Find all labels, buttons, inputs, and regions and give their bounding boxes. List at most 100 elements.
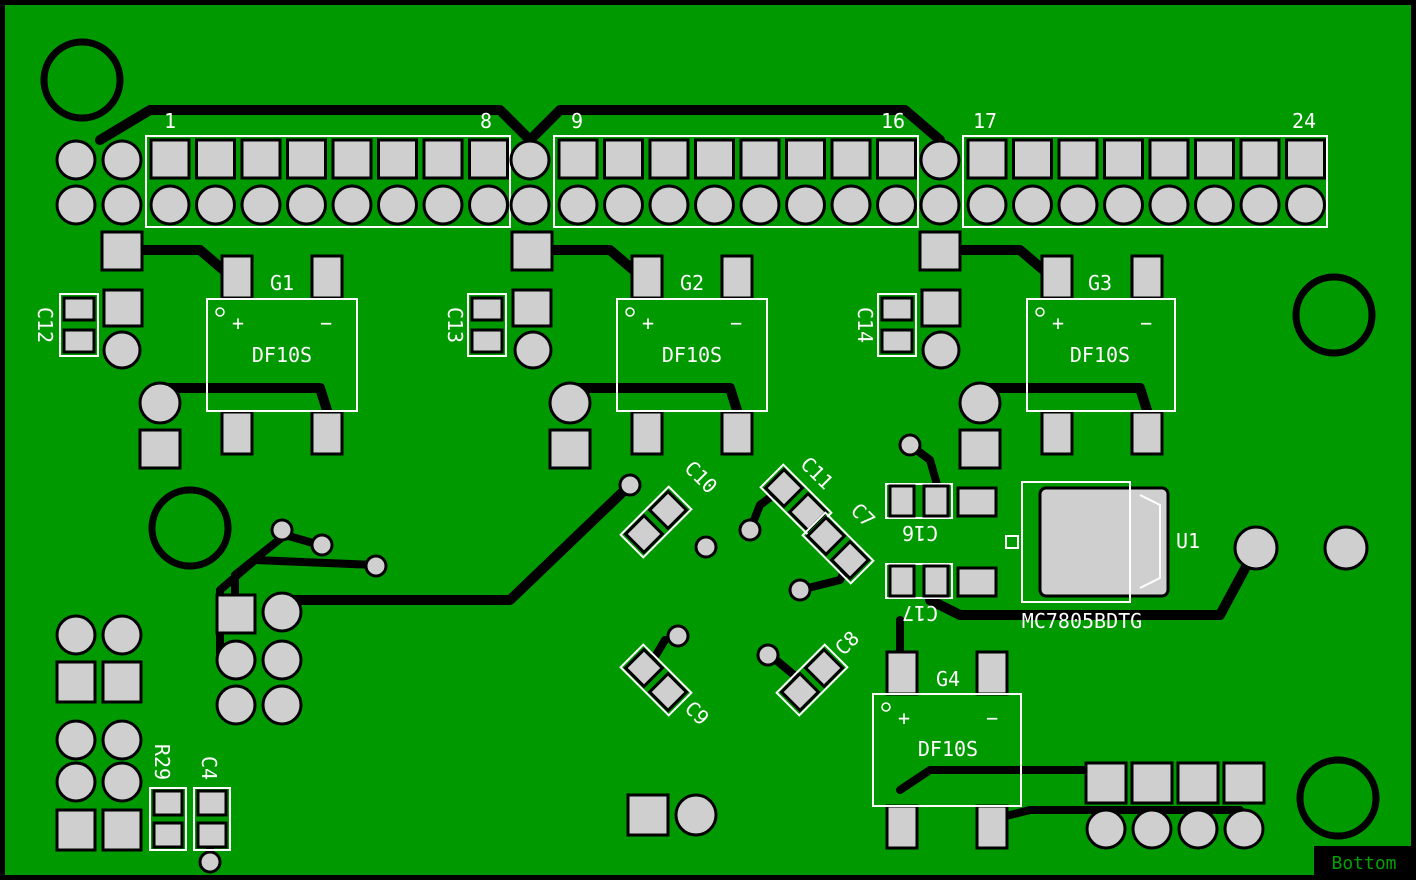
bridge-ref-label: G1 [270,271,294,295]
capacitor-c4: C4 [193,756,231,851]
svg-text:+: + [898,706,910,730]
header-square-pad [240,138,282,180]
header-round-pad [919,139,961,181]
header-square-pad [1057,138,1099,180]
pin-9-label: 9 [571,109,583,133]
bridge-g2: + − G2 DF10S [616,254,768,456]
header-square-pad [422,138,464,180]
bridge-g3: + − G3 DF10S [1026,254,1176,456]
header-square-pad [331,138,373,180]
header-square-pad [603,138,644,180]
bridge-part-label: DF10S [1070,343,1130,367]
header-round-pad [785,184,826,226]
c14-label: C14 [853,307,877,343]
c13-label: C13 [443,307,467,343]
pin-24-label: 24 [1292,109,1316,133]
header-round-pad [240,184,282,226]
pin-8-label: 8 [480,109,492,133]
bridge-part-label: DF10S [662,343,722,367]
svg-text:−: − [730,311,742,335]
header-square-pad [149,138,191,180]
u1-part-label: MC7805BDTG [1022,609,1142,633]
header-round-pad [377,184,418,226]
header-square-pad [286,138,327,180]
header-round-pad [1148,184,1190,226]
header-round-pad [509,184,551,226]
bridge-part-label: DF10S [918,737,978,761]
header-round-pad [101,184,143,226]
capacitor-c12: C12 [33,293,99,357]
header-round-pad [648,184,690,226]
svg-text:−: − [320,311,332,335]
layer-label-box [1314,846,1412,878]
header-round-pad [195,184,236,226]
bridge-g4: + − G4 DF10S [872,650,1022,850]
header-round-pad [876,184,917,226]
header-square-pad [785,138,826,180]
header-square-pad [694,138,735,180]
left-bottom-pads [55,614,143,852]
header-square-pad [377,138,418,180]
pin-17-label: 17 [973,109,997,133]
capacitor-c10 [619,485,693,559]
header-round-pad [739,184,781,226]
header-round-pad [694,184,735,226]
header-square-pad [557,138,599,180]
pin-16-label: 16 [881,109,905,133]
header-round-pad [1239,184,1281,226]
mounting-hole [1292,273,1376,357]
c17-label: C17 [902,601,938,625]
header-round-pad [966,184,1008,226]
svg-text:+: + [232,311,244,335]
connector-2pin [626,793,718,837]
header-round-pad [55,139,97,181]
bridge-ref-label: G3 [1088,271,1112,295]
resistor-r29: R29 [149,744,187,851]
header-square-pad [648,138,690,180]
header-round-pad [919,184,961,226]
svg-text:−: − [1140,311,1152,335]
r29-label: R29 [150,744,174,780]
svg-text:+: + [642,311,654,335]
header-outline [145,135,511,228]
header-round-pad [603,184,644,226]
pin-1-label: 1 [164,109,176,133]
mounting-hole [40,38,124,122]
header-square-pad [739,138,781,180]
header-round-pad [101,139,143,181]
bridge-g1: + − G1 DF10S [206,254,358,456]
regulator-u1: U1 MC7805BDTG [956,481,1200,633]
header-square-pad [966,138,1008,180]
header-square-pad [1012,138,1053,180]
header-round-pad [55,184,97,226]
layer-label: Bottom [1331,853,1396,874]
header-square-pad [830,138,872,180]
header-round-pad [1057,184,1099,226]
mounting-hole [148,486,232,570]
mounting-hole [1296,756,1380,840]
header-square-pad [1194,138,1235,180]
header-square-pad [1103,138,1144,180]
power-pad [1323,525,1369,571]
capacitor-c17: C17 [885,563,953,625]
header-square-pad [195,138,236,180]
header-round-pad [509,139,551,181]
header-round-pad [1285,184,1326,226]
c12-label: C12 [33,307,57,343]
u1-label: U1 [1176,529,1200,553]
header-round-pad [1194,184,1235,226]
bridge-ref-label: G2 [680,271,704,295]
header-square-pad [1285,138,1326,180]
header-round-pad [149,184,191,226]
header-square-pad [1148,138,1190,180]
header-round-pad [422,184,464,226]
header-round-pad [468,184,509,226]
capacitor-c14: C14 [853,293,917,357]
header-square-pad [876,138,917,180]
connector-2x4 [1084,761,1266,850]
header-outline [962,135,1328,228]
c16-label: C16 [902,521,938,545]
header-round-pad [830,184,872,226]
bridge-ref-label: G4 [936,667,960,691]
